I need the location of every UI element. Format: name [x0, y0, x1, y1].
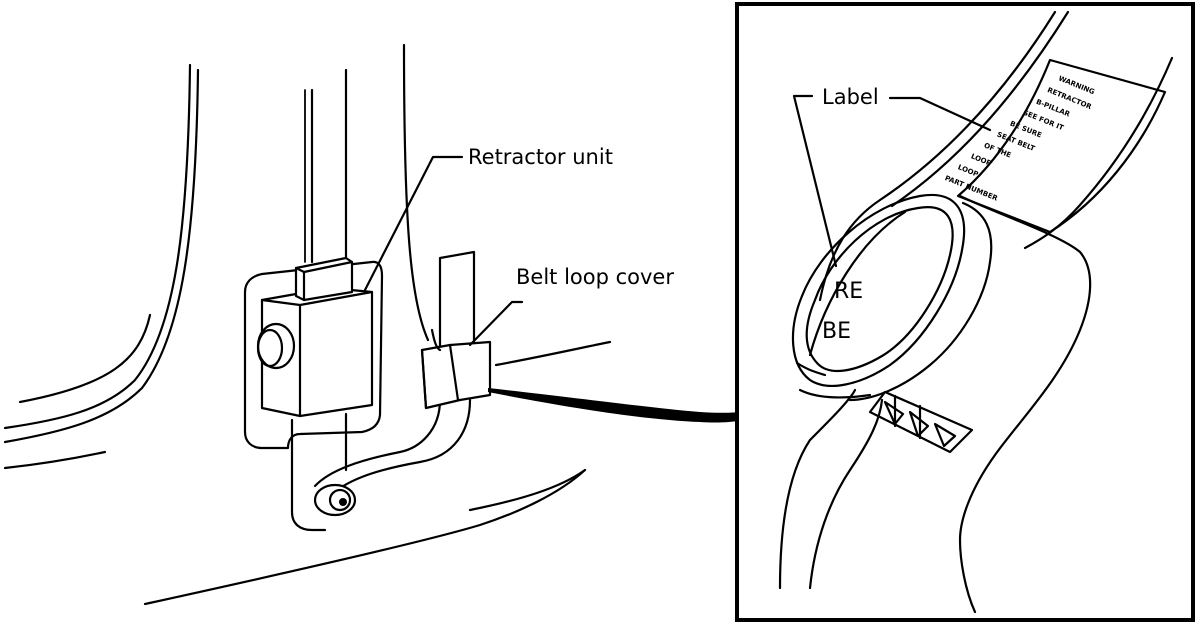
retractor-unit-label: Retractor unit — [468, 145, 613, 169]
belt-loop-cover-label: Belt loop cover — [516, 265, 674, 289]
loop-text-line1: RE — [834, 279, 863, 304]
detail-inset — [735, 2, 1195, 622]
vehicle-body — [3, 43, 612, 606]
label-callout-leaders — [792, 94, 992, 268]
retractor-unit — [243, 256, 384, 532]
loop-text-line2: BE — [822, 319, 851, 344]
belt-loop-cover — [420, 250, 492, 410]
label-callout-text: Label — [822, 85, 879, 109]
seat-belt-strap — [313, 398, 472, 517]
callout-leaders-left — [363, 155, 524, 347]
